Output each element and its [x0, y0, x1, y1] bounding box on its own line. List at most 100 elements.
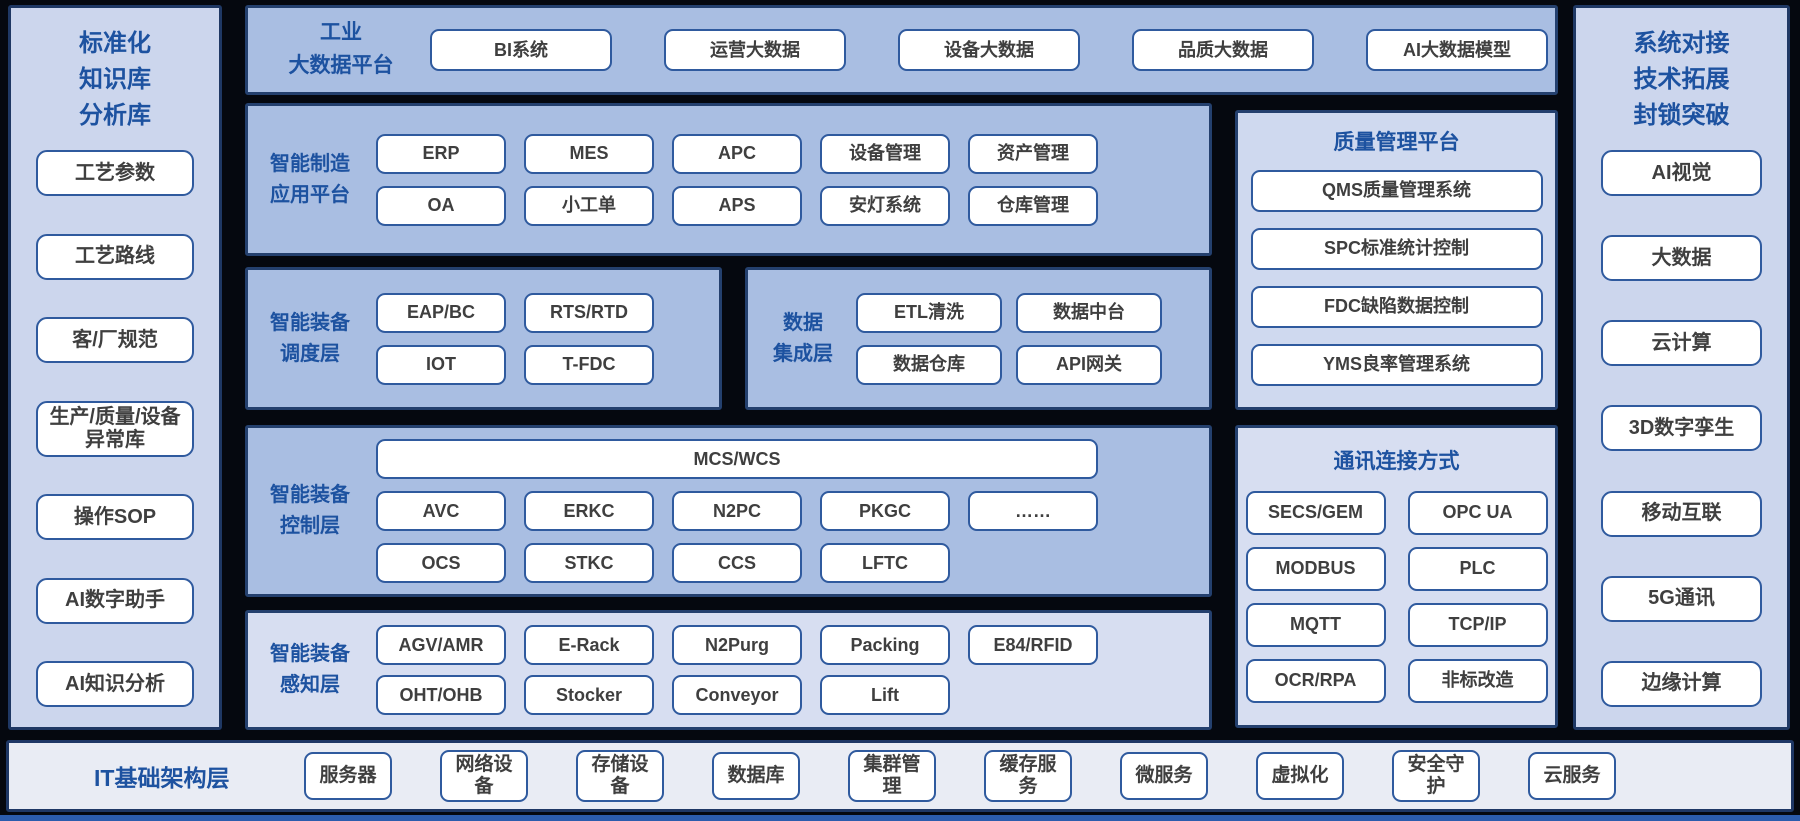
node-box: 网络设备 [440, 750, 528, 802]
node-box: 小工单 [524, 185, 654, 226]
node-box: EAP/BC [376, 292, 506, 333]
title-line: 系统对接 [1633, 30, 1730, 57]
section-title: 智能装备调度层 [260, 308, 360, 370]
node-box: API网关 [1016, 344, 1162, 385]
node-box: APC [672, 133, 802, 174]
section-title: 通讯连接方式 [1333, 450, 1460, 473]
node-box: 设备大数据 [898, 29, 1080, 71]
node-box: Conveyor [672, 675, 802, 715]
node-box: YMS良率管理系统 [1250, 343, 1543, 386]
node-box: 移动互联 [1601, 490, 1762, 537]
node-box: IOT [376, 344, 506, 385]
node-box: AGV/AMR [376, 625, 506, 665]
node-box: STKC [524, 543, 654, 583]
node-box: 集群管理 [848, 750, 936, 802]
title-line: 数据 [783, 311, 823, 334]
right-sidebar-title: 系统对接技术拓展封锁突破 [1576, 26, 1787, 134]
title-line: 封锁突破 [1633, 102, 1730, 129]
it-bar-nodes: 服务器网络设备存储设备数据库集群管理缓存服务微服务虚拟化安全守护云服务 [304, 750, 1616, 802]
node-box: SECS/GEM [1245, 490, 1386, 535]
node-box: 工艺参数 [36, 150, 194, 196]
node-box: ERKC [524, 491, 654, 531]
node-box: OCS [376, 543, 506, 583]
node-box: 大数据 [1601, 235, 1762, 282]
title-line: 标准化 [79, 30, 151, 57]
node-box: 缓存服务 [984, 750, 1072, 802]
title-line: 知识库 [79, 66, 151, 93]
node-box: 微服务 [1120, 752, 1208, 800]
node-box: MCS/WCS [376, 439, 1098, 479]
section-title: 数据集成层 [760, 308, 846, 370]
node-box: OCR/RPA [1245, 658, 1386, 703]
it-bar-title: IT基础架构层 [94, 765, 230, 791]
it-infrastructure-bar: IT基础架构层 服务器网络设备存储设备数据库集群管理缓存服务微服务虚拟化安全守护… [6, 740, 1794, 812]
node-box: 虚拟化 [1256, 752, 1344, 800]
node-box: AI数字助手 [36, 577, 194, 624]
section-title: 智能制造应用平台 [260, 149, 360, 211]
node-box: AVC [376, 491, 506, 531]
title-line: 工业 [320, 21, 362, 45]
node-box: 数据仓库 [856, 344, 1002, 385]
node-box: 操作SOP [36, 494, 194, 540]
node-box: Packing [820, 625, 950, 665]
title-line: 智能装备 [270, 484, 350, 506]
node-box: 设备管理 [820, 133, 950, 174]
section-title: 质量管理平台 [1333, 131, 1460, 154]
node-box: 5G通讯 [1601, 575, 1762, 622]
node-box: APS [672, 185, 802, 226]
node-row: ETL清洗数据中台 [856, 292, 1162, 333]
node-box: E84/RFID [968, 625, 1098, 665]
node-box: N2PC [672, 491, 802, 531]
node-box: 安灯系统 [820, 185, 950, 226]
title-line: 大数据平台 [288, 54, 394, 77]
node-box: MQTT [1245, 602, 1386, 647]
node-box: 运营大数据 [664, 29, 846, 71]
title-line: 智能装备 [270, 643, 350, 665]
node-box: 存储设备 [576, 750, 664, 802]
comm-row: MODBUS PLC [1245, 546, 1548, 591]
node-box: TCP/IP [1407, 602, 1548, 647]
node-box: PLC [1407, 546, 1548, 591]
node-box: N2Purg [672, 625, 802, 665]
node-box: 云服务 [1528, 752, 1616, 800]
node-box: 工艺路线 [36, 233, 194, 280]
node-box: AI视觉 [1601, 150, 1762, 196]
node-box: 客/厂规范 [36, 317, 194, 363]
section-title: 工业大数据平台 [266, 17, 416, 82]
node-box: …… [968, 491, 1098, 531]
node-box: ERP [376, 133, 506, 174]
title-line: 分析库 [79, 102, 151, 129]
node-box: MODBUS [1245, 546, 1386, 591]
title-line: 技术拓展 [1633, 66, 1730, 93]
bottom-accent-strip [0, 815, 1800, 821]
node-row: EAP/BC RTS/RTD [376, 292, 654, 333]
node-box: 资产管理 [968, 133, 1098, 174]
node-box: AI知识分析 [36, 661, 194, 707]
title-line: 感知层 [280, 674, 340, 696]
node-box: SPC标准统计控制 [1250, 227, 1543, 270]
node-box: FDC缺陷数据控制 [1250, 285, 1543, 328]
node-box: RTS/RTD [524, 292, 654, 333]
node-box: 品质大数据 [1132, 29, 1314, 71]
node-row: 数据仓库 API网关 [856, 344, 1162, 385]
title-line: 智能装备 [270, 311, 350, 334]
node-box: BI系统 [430, 29, 612, 71]
